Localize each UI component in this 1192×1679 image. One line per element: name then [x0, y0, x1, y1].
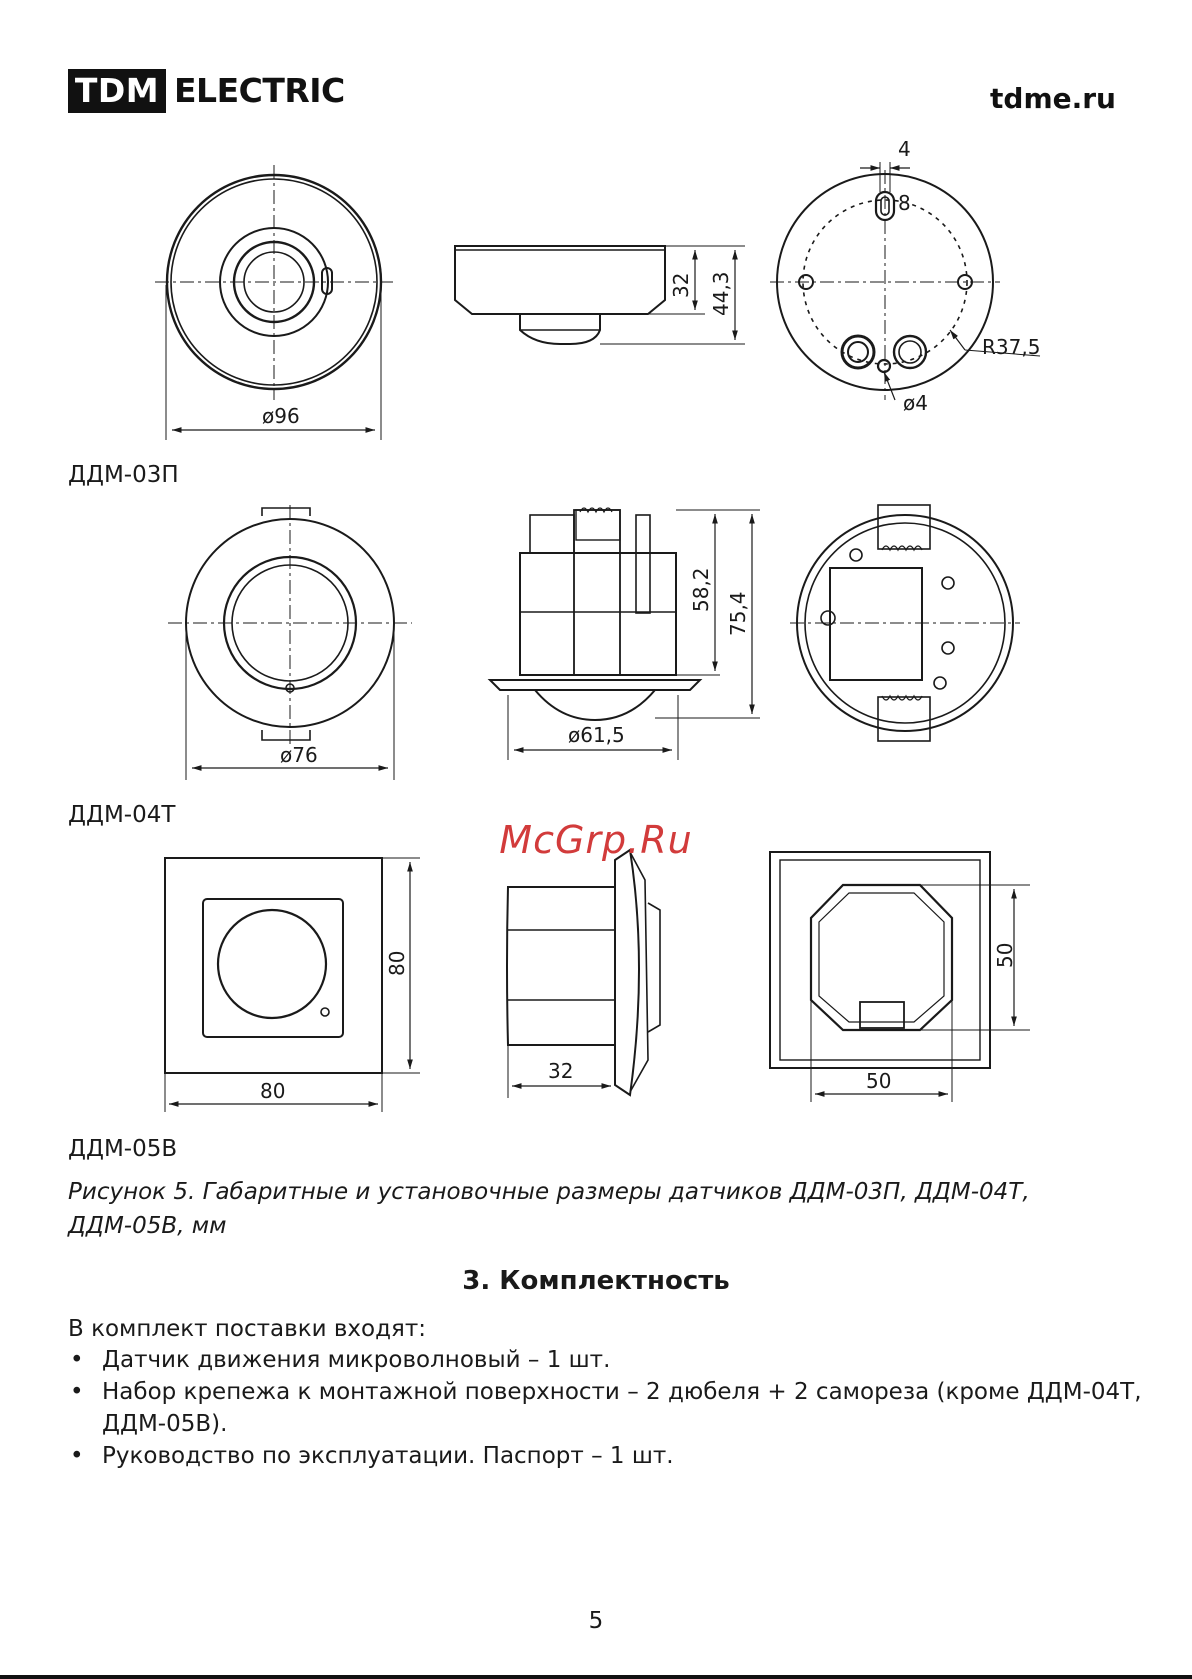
ddm04t-dim-height-1: 58,2	[689, 567, 713, 612]
ddm05v-dim-height: 80	[385, 951, 409, 976]
list-item: Руководство по эксплуатации. Паспорт – 1…	[68, 1440, 1148, 1472]
model-label-ddm05v: ДДМ-05В	[68, 1136, 178, 1162]
ddm05v-dim-width: 80	[260, 1079, 285, 1103]
ddm03p-dim-slot-width: 4	[898, 137, 911, 161]
list-item: Набор крепежа к монтажной поверхности – …	[68, 1376, 1148, 1440]
ddm05v-dim-box-width: 50	[866, 1069, 891, 1093]
model-label-ddm03p: ДДМ-03П	[68, 462, 179, 488]
ddm03p-dim-hole: ø4	[903, 391, 928, 415]
section-title: 3. Комплектность	[462, 1266, 730, 1296]
ddm03p-dim-height-1: 32	[669, 273, 693, 298]
logo-mark: TDM	[68, 69, 166, 113]
ddm04t-dim-diameter: ø76	[280, 743, 318, 767]
bottom-rule	[0, 1675, 1192, 1679]
ddm03p-top-view	[155, 165, 393, 440]
ddm04t-dim-body: ø61,5	[568, 723, 625, 747]
ddm03p-dim-radius: R37,5	[982, 335, 1040, 359]
ddm03p-back-view	[770, 162, 1041, 401]
kit-intro: В комплект поставки входят:	[68, 1316, 426, 1342]
ddm04t-back-view	[790, 504, 1020, 742]
watermark: McGrp.Ru	[499, 818, 693, 862]
ddm03p-dim-slot-height: 8	[898, 191, 911, 215]
list-item: Датчик движения микроволновый – 1 шт.	[68, 1344, 1148, 1376]
ddm03p-side-view	[454, 245, 745, 345]
ddm05v-dim-box-height: 50	[993, 943, 1017, 968]
model-label-ddm04t: ДДМ-04Т	[68, 802, 176, 828]
ddm04t-side-view	[487, 507, 760, 760]
ddm03p-dim-height-2: 44,3	[709, 271, 733, 316]
ddm03p-dim-diameter: ø96	[262, 404, 300, 428]
ddm05v-dim-depth: 32	[548, 1059, 573, 1083]
page-number: 5	[588, 1608, 604, 1634]
dimension-drawings: ø96 32 44,3 4 8 R37,5 ø4 ø76 58,2 75,4 ø…	[155, 137, 1041, 1112]
site-url[interactable]: tdme.ru	[990, 82, 1116, 115]
ddm05v-back-view	[769, 851, 1030, 1102]
kit-list: Датчик движения микроволновый – 1 шт. На…	[68, 1344, 1148, 1472]
ddm04t-top-view	[168, 505, 412, 780]
figure-caption: Рисунок 5. Габаритные и установочные раз…	[68, 1179, 1030, 1239]
ddm04t-dim-height-2: 75,4	[726, 591, 750, 636]
ddm05v-front-view	[164, 857, 420, 1112]
ddm05v-side-view	[506, 848, 661, 1098]
logo-text: ELECTRIC	[174, 71, 345, 110]
